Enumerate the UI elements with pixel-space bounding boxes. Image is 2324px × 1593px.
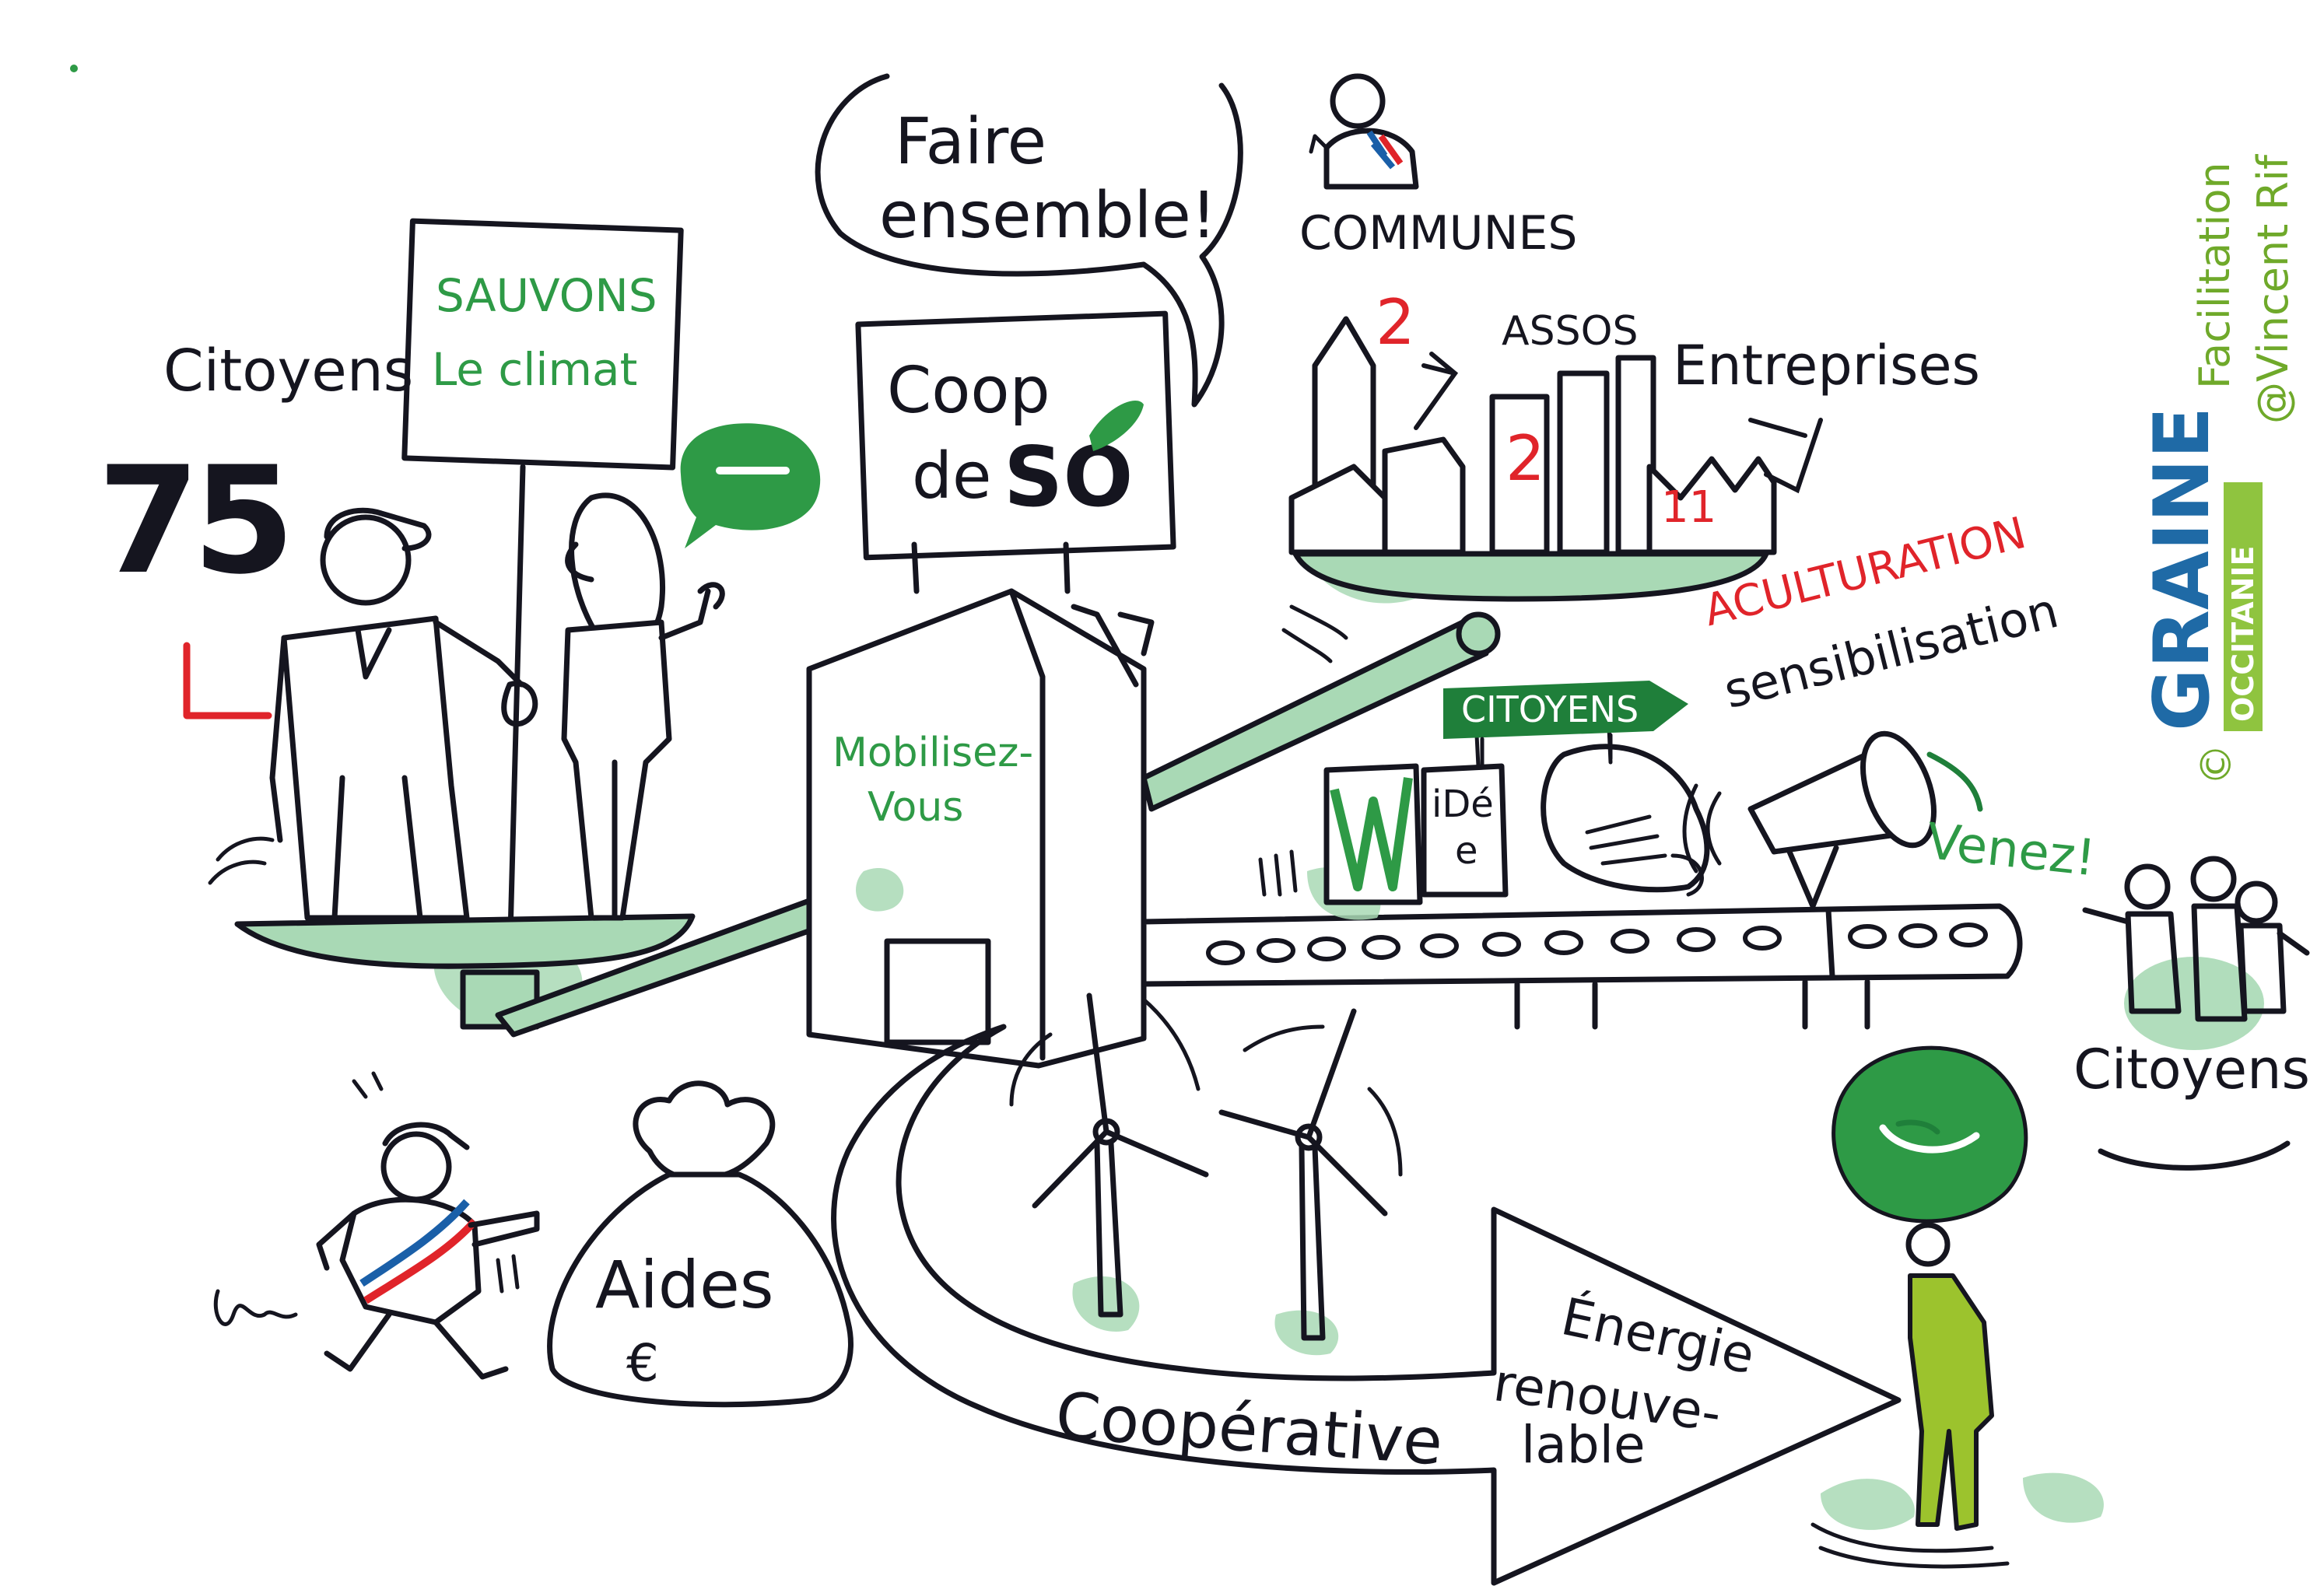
money-bag-icon bbox=[496, 1080, 854, 1408]
label-facilitation-1: Facilitation bbox=[2190, 162, 2239, 389]
dot-mark bbox=[70, 65, 78, 72]
label-idee-2: e bbox=[1455, 829, 1478, 873]
wind-turbine-1 bbox=[1009, 993, 1209, 1332]
label-citoyens-sign: CITOYENS bbox=[1461, 688, 1639, 730]
coop-sign-line-2: de bbox=[912, 439, 992, 513]
mayor-running bbox=[213, 1071, 540, 1380]
smiley-tree-icon bbox=[1832, 1045, 2028, 1224]
label-idee-1: iDé bbox=[1432, 782, 1494, 826]
label-aides: Aides bbox=[595, 1247, 774, 1323]
logo-name: GRAINE bbox=[2138, 407, 2227, 731]
leaf-icon bbox=[1089, 400, 1144, 451]
label-copyright: © bbox=[2192, 744, 2241, 786]
signpost-citoyens bbox=[1443, 681, 1688, 768]
count-communes: 2 bbox=[1376, 286, 1415, 359]
label-energie-3: lable bbox=[1521, 1415, 1646, 1475]
graine-logo: GRAINE OCCITANIE bbox=[2138, 407, 2263, 731]
conveyor-belt bbox=[1141, 867, 2023, 1030]
structures-platform bbox=[1141, 316, 1823, 812]
speech-line-2: ensemble! bbox=[879, 179, 1217, 253]
mayor-figure bbox=[1309, 73, 1419, 190]
idea-card-icon bbox=[1421, 733, 1509, 898]
equals-bubble-icon bbox=[680, 423, 821, 548]
mobilisez-line-1: Mobilisez- bbox=[833, 730, 1033, 776]
protest-sign-line-2: Le climat bbox=[432, 343, 637, 396]
label-communes: COMMUNES bbox=[1299, 206, 1578, 261]
coop-sign: Coop de SO bbox=[887, 354, 1144, 525]
label-citoyens-left: Citoyens bbox=[163, 338, 414, 404]
citizens-group-right bbox=[2082, 856, 2310, 1171]
wind-turbine-2 bbox=[1218, 1008, 1403, 1356]
coop-building: Mobilisez- Vous bbox=[806, 310, 1176, 1069]
mobilisez-line-2: Vous bbox=[868, 784, 963, 831]
speech-bubble: Faire ensemble! bbox=[815, 73, 1243, 408]
count-assos: 2 bbox=[1506, 422, 1545, 495]
coop-sign-line-1: Coop bbox=[887, 354, 1050, 428]
coop-sign-line-3: SO bbox=[1004, 429, 1133, 525]
count-citoyens-group bbox=[183, 642, 272, 719]
citizen-man bbox=[269, 507, 538, 921]
count-citoyens: 75 bbox=[97, 435, 295, 607]
citizen-woman bbox=[561, 492, 725, 921]
count-entreprises: 11 bbox=[1661, 482, 1717, 533]
protest-sign: SAUVONS Le climat bbox=[401, 218, 684, 937]
label-assos: ASSOS bbox=[1502, 308, 1639, 355]
megaphone-icon bbox=[1682, 730, 1983, 909]
label-facilitation-2: @Vincent Rif bbox=[2249, 155, 2298, 424]
speech-line-1: Faire bbox=[895, 105, 1046, 179]
label-entreprises: Entreprises bbox=[1673, 334, 1981, 397]
ballot-box-icon bbox=[1323, 763, 1423, 905]
label-euro: € bbox=[626, 1333, 659, 1393]
motion-lines bbox=[1258, 849, 1298, 897]
protest-sign-line-1: SAUVONS bbox=[436, 269, 657, 322]
logo-region: OCCITANIE bbox=[2226, 546, 2260, 723]
lightbulb-icon bbox=[1541, 725, 1710, 897]
label-citoyens-right: Citoyens bbox=[2073, 1038, 2310, 1101]
energy-arrow bbox=[831, 1024, 1902, 1586]
standing-person bbox=[1810, 1222, 2104, 1569]
